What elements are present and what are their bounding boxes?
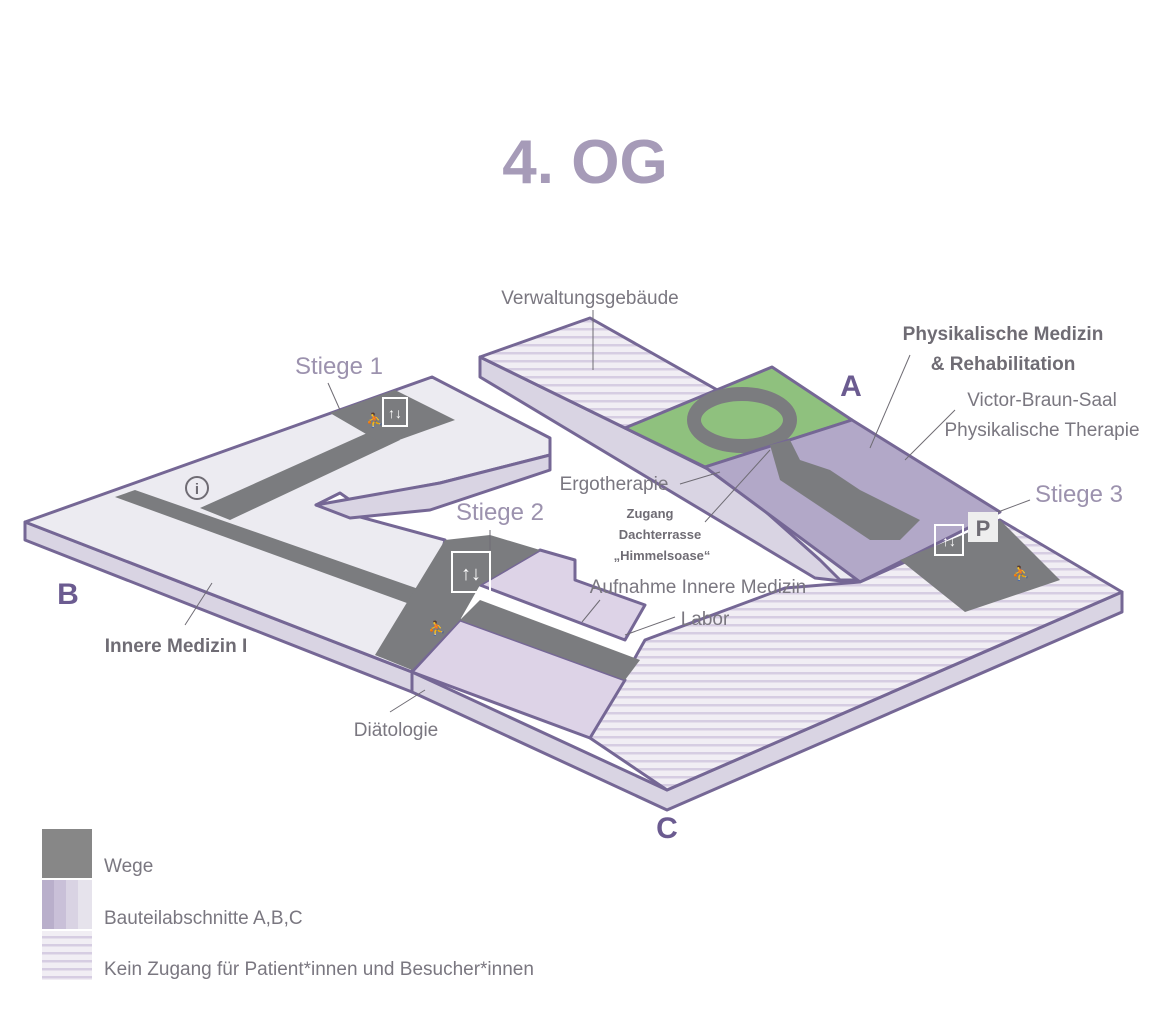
svg-text:↑↓: ↑↓ xyxy=(388,405,402,421)
stiege1-area xyxy=(330,390,455,445)
info-icon xyxy=(185,476,209,500)
wing-label-b: B xyxy=(57,578,79,611)
wing-b-corridor xyxy=(115,490,450,615)
label-phys-med-1: Physikalische Medizin xyxy=(903,324,1104,345)
wing-c-corridor xyxy=(460,600,640,680)
label-aufnahme: Aufnahme Innere Medizin xyxy=(590,577,807,598)
stiege3-area xyxy=(900,520,1060,612)
legend-label-sections: Bauteilabschnitte A,B,C xyxy=(104,908,303,929)
label-labor: Labor xyxy=(681,609,730,630)
label-zugang-3: „Himmelsoase“ xyxy=(614,548,711,563)
label-stiege3: Stiege 3 xyxy=(1035,481,1123,508)
label-zugang-2: Dachterrasse xyxy=(619,527,701,542)
wing-label-a: A xyxy=(840,370,862,403)
wing-a[interactable] xyxy=(623,365,1002,584)
wing-label-c: C xyxy=(656,812,678,845)
stairs-icon: ⛹ xyxy=(366,411,383,429)
legend-label-paths: Wege xyxy=(104,856,153,877)
label-zugang-1: Zugang xyxy=(627,506,674,521)
label-victor-braun: Victor-Braun-Saal xyxy=(967,390,1117,411)
svg-text:↑↓: ↑↓ xyxy=(942,533,956,549)
wing-b[interactable]: i xyxy=(23,375,552,694)
stairs-icon: ⛹ xyxy=(1012,564,1029,582)
label-stiege1: Stiege 1 xyxy=(295,353,383,380)
elevator-icon: ↑↓ xyxy=(451,551,491,593)
stiege2-area xyxy=(375,535,540,670)
label-innere: Innere Medizin I xyxy=(105,636,248,657)
elevator-icon: ↑↓ xyxy=(382,397,408,427)
stairs-icon: ⛹ xyxy=(428,619,445,637)
svg-text:P: P xyxy=(976,516,991,541)
label-phys-med-2: & Rehabilitation xyxy=(931,354,1076,375)
label-diaetologie: Diätologie xyxy=(354,720,439,741)
label-stiege2: Stiege 2 xyxy=(456,499,544,526)
floor-title: 4. OG xyxy=(502,128,667,197)
legend-swatch-sections xyxy=(42,880,92,929)
legend-swatch-restricted xyxy=(42,931,92,980)
wing-c[interactable] xyxy=(410,518,1124,812)
elevator-icon: ↑↓ xyxy=(934,524,964,556)
label-ergotherapie: Ergotherapie xyxy=(560,474,669,495)
svg-text:i: i xyxy=(195,481,199,498)
svg-text:↑↓: ↑↓ xyxy=(461,563,481,585)
label-verwaltung: Verwaltungsgebäude xyxy=(501,288,678,309)
leader-lines xyxy=(184,310,1031,713)
legend-label-restricted: Kein Zugang für Patient*innen und Besuch… xyxy=(104,959,534,980)
legend-swatch-paths xyxy=(42,829,92,878)
parking-icon: P xyxy=(968,512,998,542)
label-phys-therapie: Physikalische Therapie xyxy=(944,420,1139,441)
legend: Wege Bauteilabschnitte A,B,C Kein Zugang… xyxy=(42,829,534,980)
terrace-path xyxy=(687,387,797,453)
wing-a-corridor xyxy=(770,440,920,540)
